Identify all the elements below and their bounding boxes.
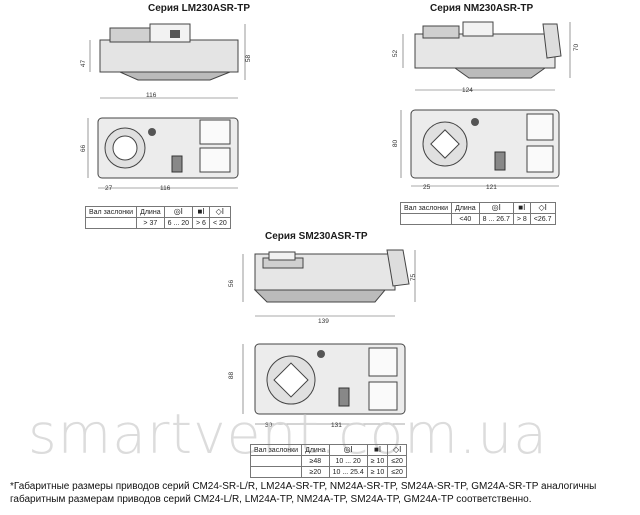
square-shaft-icon: ■Ι	[366, 444, 389, 456]
sm-top-view-drawing	[242, 343, 406, 425]
sm-table-cell: ≥20	[301, 466, 330, 478]
nm-dim-h1: 52	[392, 49, 400, 58]
nm-dim-bottom-right: 121	[486, 184, 497, 191]
footnote: *Габаритные размеры приводов серий СМ24-…	[10, 481, 597, 505]
sm-side-view-drawing	[242, 249, 416, 317]
sm-dim-bottom-right: 131	[331, 422, 342, 429]
nm-table-cell: 8 ... 26.7	[478, 213, 514, 225]
lm-top-view-drawing	[87, 117, 239, 189]
round-shaft-icon: ◎Ι	[163, 206, 194, 218]
sm-table-cell: 10 ... 20	[328, 455, 368, 467]
nm-series-title: Серия NM230ASR-TP	[430, 3, 534, 14]
nm-dim-side: 80	[392, 139, 400, 148]
square-shaft-icon: ■Ι	[512, 202, 531, 214]
sm-table-cell	[249, 466, 303, 478]
sm-series-title: Серия SM230ASR-TP	[265, 231, 368, 242]
nm-table-header-shaft: Вал заслонки	[399, 202, 453, 214]
lm-table-header-shaft: Вал заслонки	[84, 206, 138, 218]
nm-table-cell: <40	[451, 213, 480, 225]
sm-table-header-length: Длина	[301, 444, 330, 456]
sm-dim-width: 139	[318, 318, 329, 325]
lm-table-cell: < 20	[208, 217, 231, 229]
lm-shaft-table: Вал заслонки Длина ◎Ι ■Ι ◇Ι > 37 6 ... 2…	[84, 206, 231, 229]
sm-dim-h2: 75	[410, 273, 418, 282]
nm-shaft-table: Вал заслонки Длина ◎Ι ■Ι ◇Ι <40 8 ... 26…	[399, 202, 556, 225]
nm-table-cell	[399, 213, 453, 225]
diamond-shaft-icon: ◇Ι	[529, 202, 556, 214]
lm-table-cell: > 37	[136, 217, 165, 229]
sm-table-cell: ≥48	[301, 455, 330, 467]
sm-table-cell	[249, 455, 303, 467]
lm-table-cell: > 6	[192, 217, 210, 229]
lm-dim-side: 66	[80, 144, 88, 153]
sm-table-header-shaft: Вал заслонки	[249, 444, 303, 456]
lm-dim-h2: 58	[245, 54, 253, 63]
sm-table-cell: ≤20	[387, 455, 407, 467]
nm-side-view-drawing	[402, 21, 571, 91]
lm-dim-h1: 47	[80, 59, 88, 68]
sm-dim-side: 88	[228, 371, 236, 380]
nm-table-cell: <26.7	[529, 213, 556, 225]
lm-series-title: Серия LM230ASR-TP	[148, 3, 250, 14]
sm-table-cell: 10 ... 25.4	[328, 466, 368, 478]
nm-top-view-drawing	[400, 109, 560, 187]
sm-shaft-table: Вал заслонки Длина ◎Ι ■Ι ◇Ι ≥48 10 ... 2…	[249, 444, 407, 478]
nm-table-header-length: Длина	[451, 202, 480, 214]
lm-table-header-length: Длина	[136, 206, 165, 218]
sm-table-cell: ≥ 10	[366, 466, 389, 478]
diamond-shaft-icon: ◇Ι	[208, 206, 231, 218]
lm-dim-bottom-right: 116	[160, 185, 171, 192]
nm-table-cell: > 8	[512, 213, 531, 225]
nm-dim-bottom-left: 25	[423, 184, 431, 191]
nm-dim-width: 124	[462, 87, 473, 94]
lm-table-cell: 6 ... 20	[163, 217, 194, 229]
sm-table-cell: ≤20	[387, 466, 407, 478]
nm-dim-h2: 70	[573, 43, 581, 52]
lm-table-cell	[84, 217, 138, 229]
round-shaft-icon: ◎Ι	[328, 444, 368, 456]
sm-dim-h1: 56	[228, 279, 236, 288]
round-shaft-icon: ◎Ι	[478, 202, 514, 214]
square-shaft-icon: ■Ι	[192, 206, 210, 218]
sm-table-cell: ≥ 10	[366, 455, 389, 467]
lm-dim-bottom-left: 27	[105, 185, 113, 192]
lm-side-view-drawing	[89, 23, 246, 99]
lm-dim-width: 116	[146, 92, 157, 99]
diamond-shaft-icon: ◇Ι	[387, 444, 407, 456]
sm-dim-bottom-left: 30	[265, 422, 273, 429]
